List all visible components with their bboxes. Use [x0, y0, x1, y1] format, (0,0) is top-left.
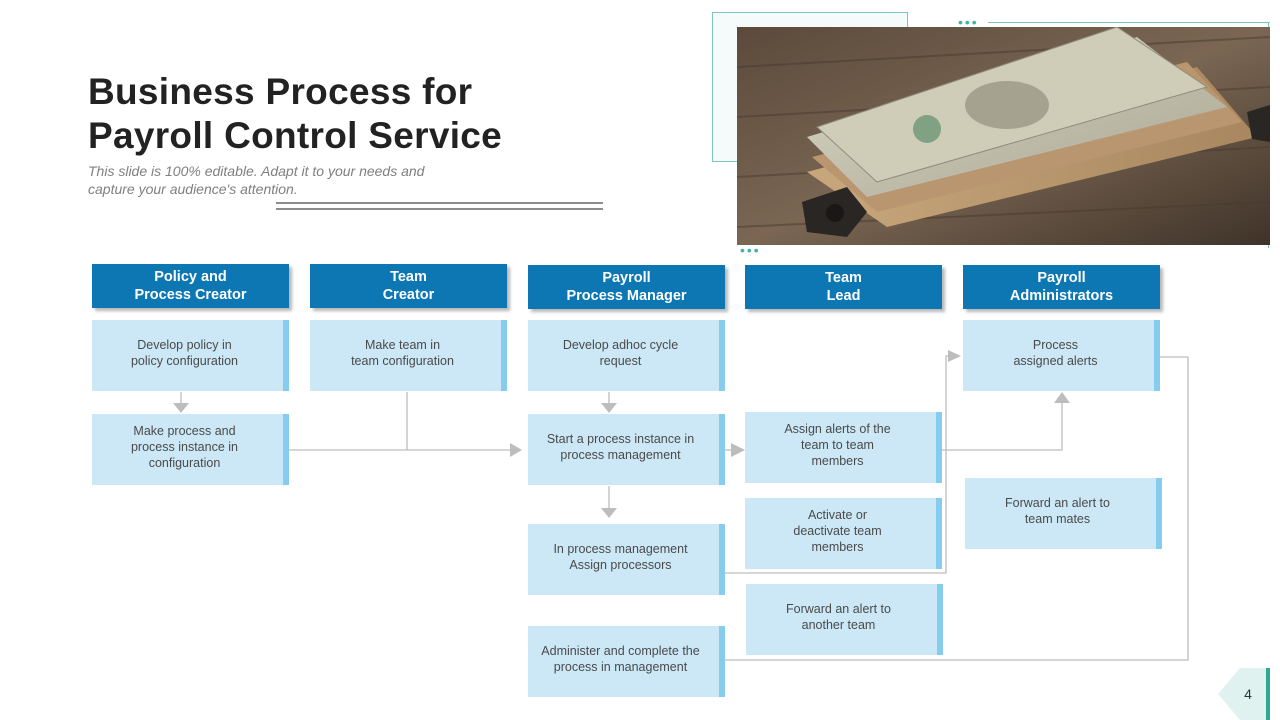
image-frame-line-top: [988, 22, 1270, 23]
header-payroll-process-manager: Payroll Process Manager: [528, 265, 725, 309]
page-number: 4: [1244, 686, 1252, 702]
header-team-lead: Team Lead: [745, 265, 942, 309]
process-step-box: Develop adhoc cycle request: [528, 320, 725, 391]
page-subtitle: This slide is 100% editable. Adapt it to…: [88, 163, 425, 197]
header-policy-process-creator: Policy and Process Creator: [92, 264, 289, 308]
page-title: Business Process for Payroll Control Ser…: [88, 71, 503, 156]
page-number-badge: [1218, 668, 1270, 720]
dots-decoration-bottom: •••: [740, 242, 761, 258]
dots-decoration-top: •••: [958, 14, 979, 30]
process-step-box: Assign alerts of the team to team member…: [745, 412, 942, 483]
process-step-box: Activate or deactivate team members: [745, 498, 942, 569]
process-step-box: In process management Assign processors: [528, 524, 725, 595]
header-payroll-administrators: Payroll Administrators: [963, 265, 1160, 309]
money-photo: [737, 27, 1270, 245]
process-step-box: Forward an alert to team mates: [965, 478, 1162, 549]
process-step-box: Forward an alert to another team: [746, 584, 943, 655]
title-underline-divider: [276, 202, 603, 210]
process-step-box: Make team in team configuration: [310, 320, 507, 391]
process-step-box: Process assigned alerts: [963, 320, 1160, 391]
header-team-creator: Team Creator: [310, 264, 507, 308]
process-step-box: Develop policy in policy configuration: [92, 320, 289, 391]
process-step-box: Administer and complete the process in m…: [528, 626, 725, 697]
process-step-box: Start a process instance in process mana…: [528, 414, 725, 485]
process-step-box: Make process and process instance in con…: [92, 414, 289, 485]
